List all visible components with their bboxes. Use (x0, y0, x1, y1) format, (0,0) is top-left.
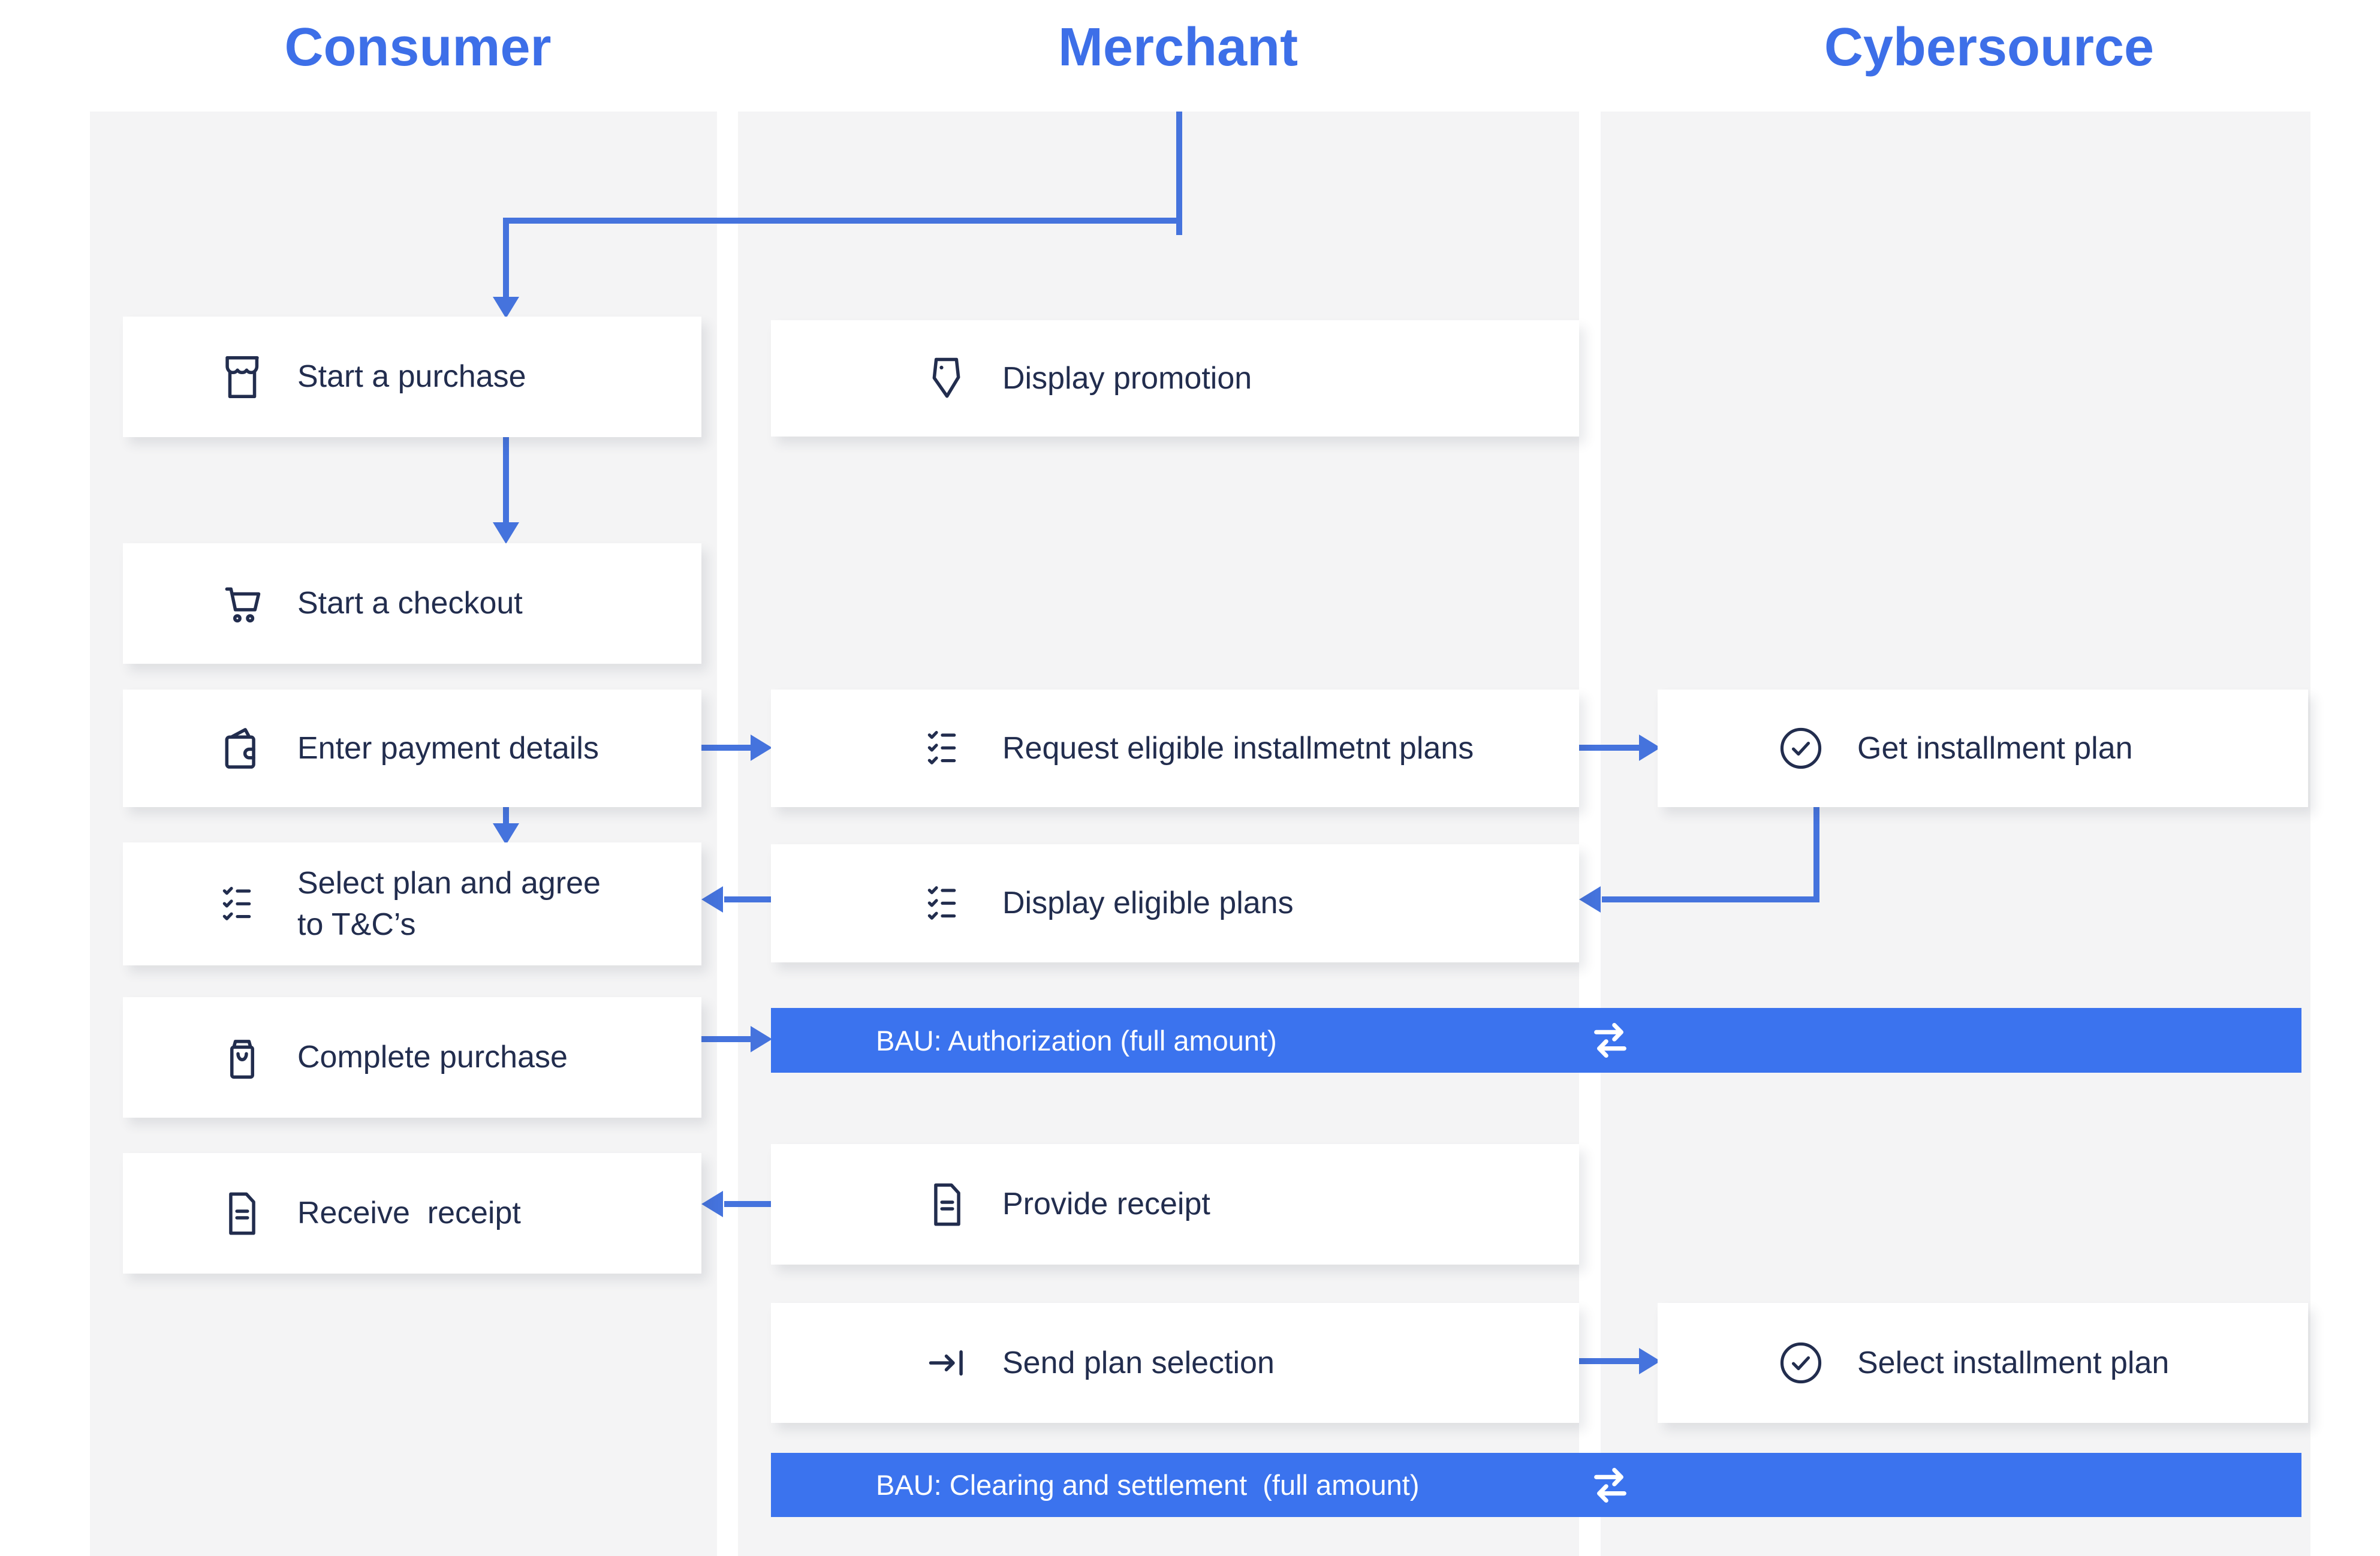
consumer-header: Consumer (284, 17, 552, 77)
cybersource-header: Cybersource (1824, 17, 2155, 77)
storefront-icon (216, 351, 269, 404)
transfer-arrows-icon (1584, 1015, 1636, 1066)
connector-get-plan-down (1813, 806, 1819, 902)
check-circle-icon (1775, 722, 1827, 775)
bau-clearing-settlement-bar: BAU: Clearing and settlement (full amoun… (771, 1453, 2301, 1517)
step-display-eligible-plans: Display eligible plans (771, 844, 1579, 962)
step-label: Send plan selection (1002, 1345, 1275, 1380)
step-label: Select plan and agree to T&C’s (297, 865, 601, 942)
arrowhead-into-request-plans (751, 735, 772, 761)
step-select-plan-agree: Select plan and agree to T&C’s (123, 842, 701, 965)
arrowhead-into-display-plans (1579, 886, 1601, 913)
checklist-icon (921, 877, 974, 930)
step-label: Display promotion (1002, 360, 1252, 396)
checklist-icon (216, 878, 269, 931)
step-label: Enter payment details (297, 730, 599, 766)
step-send-plan-selection: Send plan selection (771, 1303, 1579, 1423)
connector-merchant-header-vertical (1176, 112, 1182, 235)
step-start-a-purchase: Start a purchase (123, 317, 701, 437)
checklist-icon (921, 722, 974, 775)
step-complete-purchase: Complete purchase (123, 997, 701, 1118)
arrowhead-into-select-plan (493, 823, 519, 845)
bar-label: BAU: Authorization (full amount) (876, 1024, 1277, 1057)
wallet-icon (216, 722, 269, 775)
step-get-installment-plan: Get installment plan (1658, 690, 2308, 807)
shopping-bag-icon (216, 1031, 269, 1084)
receipt-document-icon (216, 1187, 269, 1240)
step-label: Provide receipt (1002, 1187, 1210, 1222)
arrowhead-into-start-purchase (493, 297, 519, 318)
bar-label: BAU: Clearing and settlement (full amoun… (876, 1469, 1420, 1501)
step-label: Receive receipt (297, 1196, 521, 1231)
arrowhead-into-receive-receipt (701, 1191, 723, 1217)
merchant-header: Merchant (1058, 17, 1299, 77)
step-label: Complete purchase (297, 1040, 568, 1075)
step-enter-payment-details: Enter payment details (123, 690, 701, 807)
arrowhead-into-get-plan (1639, 735, 1661, 761)
receipt-document-icon (921, 1178, 974, 1231)
connector-payment-to-select-plan (503, 806, 509, 823)
arrowhead-into-start-checkout (493, 522, 519, 544)
step-receive-receipt: Receive receipt (123, 1153, 701, 1274)
tag-icon (921, 352, 974, 405)
connector-purchase-to-checkout (503, 437, 509, 522)
arrowhead-into-select-installment (1639, 1348, 1661, 1374)
arrowhead-into-authorization-bar (751, 1026, 772, 1052)
step-select-installment-plan: Select installment plan (1658, 1303, 2308, 1423)
cart-icon (216, 577, 269, 630)
connector-display-to-select-plan (724, 896, 771, 902)
check-circle-icon (1775, 1337, 1827, 1389)
connector-request-to-get-plan (1579, 745, 1639, 751)
bau-authorization-bar: BAU: Authorization (full amount) (771, 1008, 2301, 1073)
step-start-a-checkout: Start a checkout (123, 543, 701, 664)
step-label: Request eligible installmetnt plans (1002, 730, 1474, 766)
connector-to-start-purchase-vertical (503, 218, 509, 297)
connector-send-to-select-installment (1579, 1358, 1639, 1364)
step-label: Start a checkout (297, 586, 523, 621)
arrowhead-into-select-plan-box (701, 886, 723, 913)
connector-complete-to-authorization (701, 1036, 751, 1042)
transfer-arrows-icon (1584, 1459, 1636, 1511)
connector-payment-to-request (701, 745, 751, 751)
connector-get-plan-to-display (1602, 896, 1819, 902)
connector-provide-to-receive (724, 1201, 771, 1207)
step-request-eligible-plans: Request eligible installmetnt plans (771, 690, 1579, 807)
step-label: Select installment plan (1857, 1345, 2170, 1380)
step-label: Display eligible plans (1002, 886, 1294, 921)
arrow-to-bar-icon (921, 1337, 974, 1389)
connector-merchant-header-horizontal (503, 218, 1182, 224)
step-provide-receipt: Provide receipt (771, 1144, 1579, 1265)
step-label: Get installment plan (1857, 730, 2133, 766)
step-label: Start a purchase (297, 359, 526, 395)
step-display-promotion: Display promotion (771, 320, 1579, 437)
